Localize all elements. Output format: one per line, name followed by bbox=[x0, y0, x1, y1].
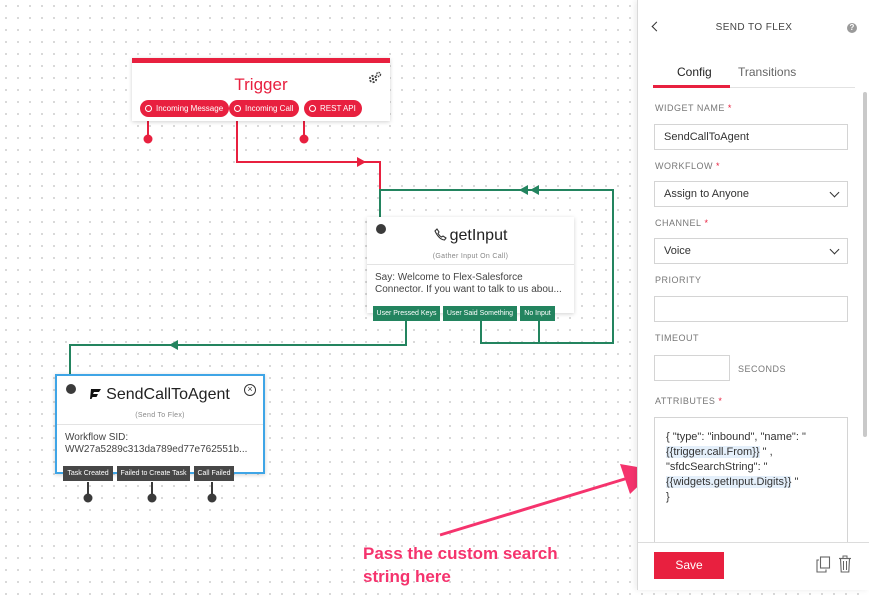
tab-config[interactable]: Config bbox=[677, 65, 712, 79]
attributes-line: { "type": "inbound", "name": " bbox=[666, 431, 806, 443]
close-icon[interactable]: × bbox=[244, 384, 256, 396]
priority-label: PRIORITY bbox=[655, 275, 702, 285]
transition-no-input[interactable]: No Input bbox=[520, 306, 555, 321]
wire-end-dot bbox=[207, 493, 217, 503]
port-ring-icon bbox=[309, 105, 316, 112]
attributes-line: {{trigger.call.From}} " , bbox=[666, 446, 773, 458]
attributes-label: ATTRIBUTES* bbox=[655, 396, 723, 406]
timeout-label: TIMEOUT bbox=[655, 333, 699, 343]
attributes-textarea[interactable]: { "type": "inbound", "name": " {{trigger… bbox=[654, 417, 848, 545]
panel-scrollbar[interactable] bbox=[863, 92, 867, 437]
body-line: Connector. If you want to talk to us abo… bbox=[375, 284, 562, 295]
attributes-line: } bbox=[666, 491, 670, 503]
wire-incoming-call bbox=[236, 121, 381, 200]
tab-transitions[interactable]: Transitions bbox=[738, 65, 797, 79]
transition-call-failed[interactable]: Call Failed bbox=[194, 466, 234, 481]
trigger-title: Trigger bbox=[234, 75, 288, 94]
chevron-down-icon bbox=[829, 244, 840, 255]
channel-value: Voice bbox=[664, 245, 691, 257]
active-tab-indicator bbox=[653, 85, 730, 88]
port-label: REST API bbox=[320, 104, 356, 113]
copy-icon[interactable] bbox=[816, 556, 831, 573]
trigger-port-rest-api[interactable]: REST API bbox=[304, 100, 362, 117]
attributes-line: {{widgets.getInput.Digits}} " bbox=[666, 476, 799, 488]
wire-loop-back bbox=[379, 189, 614, 344]
port-label: Incoming Message bbox=[156, 104, 224, 113]
widget-name-label: WIDGET NAME* bbox=[655, 103, 732, 113]
channel-select[interactable]: Voice bbox=[654, 238, 848, 264]
help-icon[interactable]: ? bbox=[847, 23, 857, 33]
widget-body: Say: Welcome to Flex-Salesforce Connecto… bbox=[375, 272, 568, 296]
trash-icon[interactable] bbox=[838, 555, 852, 573]
transition-user-said-something[interactable]: User Said Something bbox=[443, 306, 517, 321]
timeout-unit: SECONDS bbox=[738, 364, 787, 374]
transition-task-created[interactable]: Task Created bbox=[63, 466, 113, 481]
body-line: Workflow SID: bbox=[65, 432, 129, 443]
trigger-port-incoming-call[interactable]: Incoming Call bbox=[229, 100, 300, 117]
wire-pressed-keys bbox=[69, 320, 407, 378]
workflow-label: WORKFLOW* bbox=[655, 161, 721, 171]
attributes-line: "sfdcSearchString": " bbox=[666, 461, 768, 473]
port-ring-icon bbox=[145, 105, 152, 112]
gear-icon[interactable] bbox=[368, 71, 382, 85]
widget-body: Workflow SID: WW27a5289c313da789ed77e762… bbox=[65, 432, 260, 456]
wire-end-dot bbox=[83, 493, 93, 503]
trigger-widget[interactable]: Trigger Incoming Message Incoming Call R… bbox=[132, 58, 390, 121]
panel-footer: Save bbox=[638, 542, 869, 590]
widget-name: getInput bbox=[367, 227, 574, 245]
attributes-variable: {{widgets.getInput.Digits}} bbox=[666, 476, 792, 488]
widget-name-text: getInput bbox=[449, 227, 508, 244]
port-label: Incoming Call bbox=[245, 104, 294, 113]
panel-tabs: Config Transitions bbox=[653, 64, 855, 88]
wire-end-dot bbox=[147, 493, 157, 503]
body-line: WW27a5289c313da789ed77e762551b... bbox=[65, 444, 248, 455]
transition-failed-to-create-task[interactable]: Failed to Create Task bbox=[117, 466, 190, 481]
flex-logo-icon bbox=[90, 389, 102, 399]
wire-end-dot bbox=[143, 134, 153, 144]
save-button[interactable]: Save bbox=[654, 552, 724, 579]
widget-subtitle: (Send To Flex) bbox=[135, 412, 185, 419]
panel-title: SEND TO FLEX bbox=[715, 22, 793, 33]
trigger-port-incoming-message[interactable]: Incoming Message bbox=[140, 100, 230, 117]
attributes-variable: {{trigger.call.From}} bbox=[666, 446, 760, 458]
wire-arrow bbox=[519, 185, 528, 195]
widget-name-text: SendCallToAgent bbox=[106, 386, 230, 403]
widget-subtitle: (Gather Input On Call) bbox=[432, 253, 509, 260]
workflow-value: Assign to Anyone bbox=[664, 188, 750, 200]
transition-user-pressed-keys[interactable]: User Pressed Keys bbox=[373, 306, 440, 321]
phone-icon bbox=[433, 228, 447, 241]
input-port[interactable] bbox=[376, 224, 386, 234]
workflow-select[interactable]: Assign to Anyone bbox=[654, 181, 848, 207]
body-line: Say: Welcome to Flex-Salesforce bbox=[375, 272, 523, 283]
channel-label: CHANNEL* bbox=[655, 218, 709, 228]
annotation-callout-text: Pass the custom search string here bbox=[363, 544, 558, 586]
port-ring-icon bbox=[234, 105, 241, 112]
widget-name: SendCallToAgent bbox=[57, 386, 263, 404]
annotation-arrow-line bbox=[439, 476, 629, 537]
chevron-down-icon bbox=[829, 187, 840, 198]
input-port[interactable] bbox=[66, 384, 76, 394]
widget-name-input[interactable]: SendCallToAgent bbox=[654, 124, 848, 150]
wire-arrow bbox=[169, 340, 178, 350]
wire-end-dot bbox=[299, 134, 309, 144]
get-input-widget[interactable]: getInput (Gather Input On Call) Say: Wel… bbox=[367, 217, 574, 321]
panel-header: SEND TO FLEX ? bbox=[638, 0, 869, 55]
timeout-input[interactable] bbox=[654, 355, 730, 381]
wire-arrow bbox=[357, 157, 366, 167]
divider bbox=[367, 264, 574, 265]
wire-arrow bbox=[530, 185, 539, 195]
widget-config-panel: SEND TO FLEX ? Config Transitions WIDGET… bbox=[637, 0, 869, 590]
priority-input[interactable] bbox=[654, 296, 848, 322]
send-call-to-agent-widget[interactable]: SendCallToAgent × (Send To Flex) Workflo… bbox=[55, 374, 265, 481]
divider bbox=[57, 424, 263, 425]
wire-loop-back-2 bbox=[480, 320, 539, 344]
